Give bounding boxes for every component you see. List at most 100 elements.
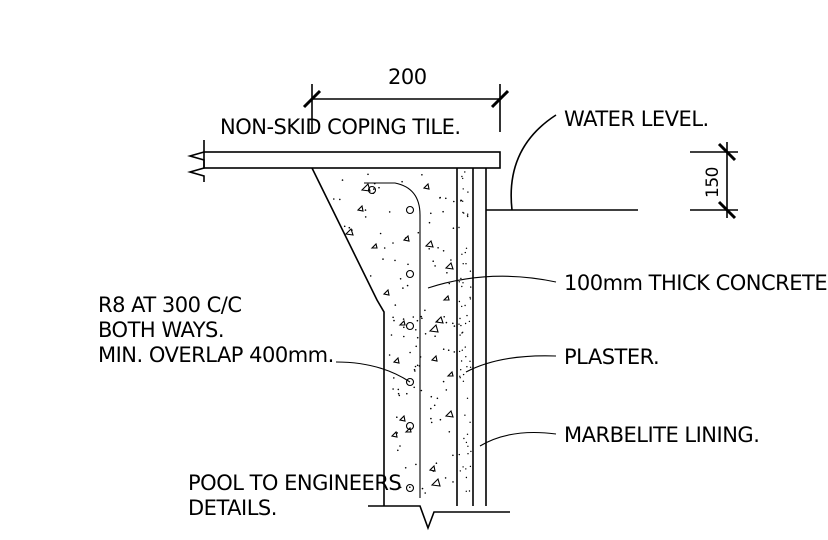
concrete-speckle-dot <box>424 333 427 335</box>
plaster-speckle-dot <box>464 171 466 173</box>
concrete-speckle-dot <box>397 388 400 391</box>
concrete-speckle-dot <box>450 259 452 261</box>
concrete-speckle-dot <box>402 287 404 289</box>
concrete-speckle-dot <box>343 225 346 228</box>
concrete-speckle-dot <box>394 259 396 262</box>
concrete-speckle-dot <box>448 431 451 433</box>
concrete-label: 100mm THICK CONCRETE. <box>564 271 828 295</box>
concrete-speckle-dot <box>392 242 394 244</box>
concrete-speckle-dot <box>388 211 391 213</box>
plaster-speckle-dot <box>460 277 462 280</box>
plaster-speckle-dot <box>468 320 471 323</box>
plaster-speckle-dot <box>462 188 464 190</box>
concrete-speckle-dot <box>416 364 419 367</box>
concrete-speckle-dot <box>442 348 445 351</box>
plaster-speckle-dot <box>462 380 465 382</box>
concrete-speckle-dot <box>433 404 436 407</box>
concrete-speckle-dot <box>430 407 432 410</box>
plaster-speckle-dot <box>464 346 466 348</box>
water-level-label: WATER LEVEL. <box>564 107 709 131</box>
concrete-speckle-dot <box>367 173 369 176</box>
plaster-speckle-dot <box>462 466 464 468</box>
concrete-speckle-dot <box>403 335 405 338</box>
concrete-speckle-dot <box>453 200 455 203</box>
concrete-speckle-dot <box>424 309 426 312</box>
concrete-speckle-dot <box>409 351 411 354</box>
plaster-speckle-dot <box>461 175 463 178</box>
plaster-speckle <box>458 171 472 492</box>
concrete-speckle-dot <box>397 392 400 395</box>
plaster-speckle-dot <box>470 286 472 288</box>
plaster-speckle-dot <box>466 215 469 217</box>
concrete-speckle-dot <box>333 198 335 200</box>
concrete-speckle-dot <box>435 462 438 465</box>
concrete-speckle-dot <box>442 210 444 213</box>
plaster-speckle-dot <box>465 476 468 479</box>
plaster-speckle-dot <box>462 331 464 333</box>
pool-note-line-1: POOL TO ENGINEERS <box>188 471 401 495</box>
water-level <box>486 114 638 211</box>
plaster-speckle-dot <box>460 360 463 362</box>
concrete-speckle-dot <box>406 284 409 287</box>
plaster-speckle-dot <box>459 470 461 472</box>
concrete-speckle-dot <box>428 221 431 224</box>
plaster-speckle-dot <box>468 490 471 492</box>
plaster-speckle-dot <box>459 377 461 379</box>
plaster-speckle-dot <box>460 324 462 327</box>
reinforcement-line-3: MIN. OVERLAP 400mm. <box>98 343 334 367</box>
plaster-speckle-dot <box>465 247 468 249</box>
plaster-speckle-dot <box>458 281 460 283</box>
plaster-speckle-dot <box>462 373 465 376</box>
concrete-speckle-dot <box>404 237 407 239</box>
plaster-speckle-dot <box>463 437 465 440</box>
plaster-speckle-dot <box>467 445 469 447</box>
concrete-speckle-dot <box>379 232 382 235</box>
plaster-speckle-dot <box>465 490 467 492</box>
concrete-speckle-dot <box>452 454 454 457</box>
concrete-speckle-dot <box>402 318 405 320</box>
concrete-speckle-dot <box>452 227 455 229</box>
concrete-speckle-dot <box>369 275 372 277</box>
concrete-speckle-dot <box>383 247 386 249</box>
plaster-speckle-dot <box>460 369 462 371</box>
concrete-speckle-dot <box>415 345 418 348</box>
plaster-speckle-dot <box>458 350 461 353</box>
plaster-speckle-dot <box>458 226 460 229</box>
concrete-speckle-dot <box>396 416 398 419</box>
concrete-speckle-dot <box>452 481 454 483</box>
concrete-speckle-dot <box>434 335 436 338</box>
plaster-speckle-dot <box>469 465 472 468</box>
plaster-speckle-dot <box>464 414 466 416</box>
plaster-speckle-dot <box>465 356 467 358</box>
concrete-speckle-dot <box>430 212 432 215</box>
concrete-speckle-dot <box>417 231 420 234</box>
plaster-speckle-dot <box>469 366 472 368</box>
concrete-speckle-dot <box>424 492 427 494</box>
plaster-speckle-dot <box>458 300 461 303</box>
lining-label: MARBELITE LINING. <box>564 423 759 447</box>
concrete-speckle-dot <box>382 258 384 260</box>
reinforcement-line-2: BOTH WAYS. <box>98 318 224 342</box>
concrete-speckle-dot <box>452 322 454 325</box>
plaster-speckle-dot <box>462 200 464 202</box>
concrete-speckle-dot <box>437 247 439 249</box>
plaster-speckle-dot <box>467 191 469 193</box>
concrete-speckle-dot <box>419 356 422 358</box>
concrete-speckle-dot <box>448 282 451 285</box>
concrete-speckle-dot <box>421 487 424 490</box>
plaster-speckle-dot <box>461 285 463 288</box>
reinforcement-line-1: R8 AT 300 C/C <box>98 293 242 317</box>
dimension-200: 200 <box>302 65 510 132</box>
reinforcement-leader <box>335 361 411 383</box>
concrete-speckle-dot <box>412 316 415 318</box>
plaster-speckle-dot <box>458 453 460 456</box>
concrete-speckle-dot <box>430 417 432 420</box>
coping-tile-label: NON-SKID COPING TILE. <box>220 115 461 139</box>
concrete-speckle-dot <box>430 395 433 398</box>
plaster-speckle-dot <box>469 296 471 299</box>
concrete-speckle-dot <box>453 325 456 327</box>
plaster-speckle-dot <box>464 251 466 254</box>
concrete-speckle-dot <box>442 250 445 252</box>
concrete-speckle-dot <box>421 174 423 176</box>
concrete-speckle-dot <box>413 368 416 371</box>
